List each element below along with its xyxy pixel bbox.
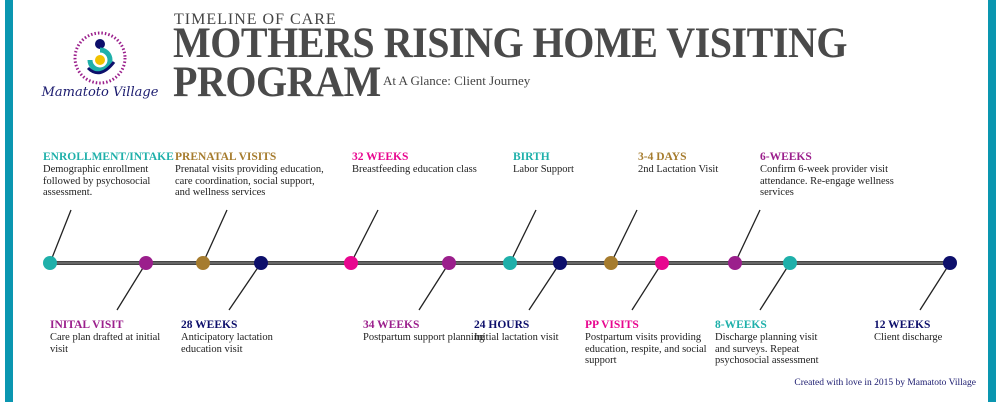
event-description: Confirm 6-week provider visit attendance… xyxy=(760,164,894,198)
logo-text: Mamatoto Village xyxy=(41,85,159,100)
event-description: Labor Support xyxy=(513,164,574,175)
event-title: ENROLLMENT/INTAKE xyxy=(43,151,174,163)
event-title: 3-4 DAYS xyxy=(638,151,687,163)
event-title: 32 WEEKS xyxy=(352,151,409,163)
event-description: Care plan drafted at initial visit xyxy=(50,332,161,355)
event-title: 8-WEEKS xyxy=(715,319,767,331)
event-description: Postpartum support planning xyxy=(363,332,485,343)
event-description: Postpartum visits providing education, r… xyxy=(585,332,707,366)
leader-line xyxy=(759,262,791,311)
event-title: 28 WEEKS xyxy=(181,319,238,331)
timeline-dot xyxy=(728,256,742,270)
page-title: MOTHERS RISING HOME VISITING PROGRAM xyxy=(173,20,848,106)
title-line-2: PROGRAM xyxy=(173,59,381,106)
timeline-dot xyxy=(254,256,268,270)
event-title: 34 WEEKS xyxy=(363,319,420,331)
left-frame-bar xyxy=(5,0,13,402)
timeline-dot xyxy=(344,256,358,270)
right-frame-bar xyxy=(988,0,996,402)
leader-line xyxy=(919,262,951,311)
event-description: Prenatal visits providing education, car… xyxy=(175,164,324,198)
timeline-dot xyxy=(43,256,57,270)
event-description: Client discharge xyxy=(874,332,943,343)
mamatoto-village-logo: Mamatoto Village xyxy=(40,30,160,110)
credit-text: Created with love in 2015 by Mamatoto Vi… xyxy=(794,378,976,388)
subtitle: At A Glance: Client Journey xyxy=(383,73,531,88)
event-title: 24 HOURS xyxy=(474,319,530,331)
supertitle: TIMELINE OF CARE xyxy=(174,11,337,28)
event-description: Demographic enrollment followed by psych… xyxy=(43,164,151,198)
timeline-dot xyxy=(196,256,210,270)
leader-line xyxy=(116,262,147,311)
timeline-dot xyxy=(655,256,669,270)
leader-line xyxy=(509,209,537,264)
timeline-dot xyxy=(503,256,517,270)
logo-mother-child-icon xyxy=(73,31,127,85)
leader-line xyxy=(418,262,450,311)
event-title: PRENATAL VISITS xyxy=(175,151,277,163)
event-description: Initial lactation visit xyxy=(474,332,559,343)
event-description: Discharge planning visit and surveys. Re… xyxy=(715,332,819,366)
title-line-1: MOTHERS RISING HOME VISITING xyxy=(173,20,848,67)
leader-line xyxy=(610,209,638,264)
leader-line xyxy=(734,209,761,264)
event-description: 2nd Lactation Visit xyxy=(638,164,719,175)
leader-line xyxy=(350,209,379,264)
event-title: INITAL VISIT xyxy=(50,319,124,331)
leader-line xyxy=(228,262,262,311)
timeline-dot xyxy=(553,256,567,270)
timeline-dot xyxy=(139,256,153,270)
leader-line xyxy=(528,262,561,311)
timeline-dot xyxy=(943,256,957,270)
event-title: 12 WEEKS xyxy=(874,319,931,331)
event-description: Anticipatory lactation education visit xyxy=(181,332,273,355)
event-description: Breastfeeding education class xyxy=(352,164,477,175)
timeline-dot xyxy=(442,256,456,270)
event-title: PP VISITS xyxy=(585,319,639,331)
timeline-dot xyxy=(783,256,797,270)
leader-line xyxy=(631,262,663,311)
event-title: 6-WEEKS xyxy=(760,151,812,163)
event-title: BIRTH xyxy=(513,151,550,163)
leader-line xyxy=(49,209,72,264)
timeline-dot xyxy=(604,256,618,270)
leader-line xyxy=(202,209,228,264)
